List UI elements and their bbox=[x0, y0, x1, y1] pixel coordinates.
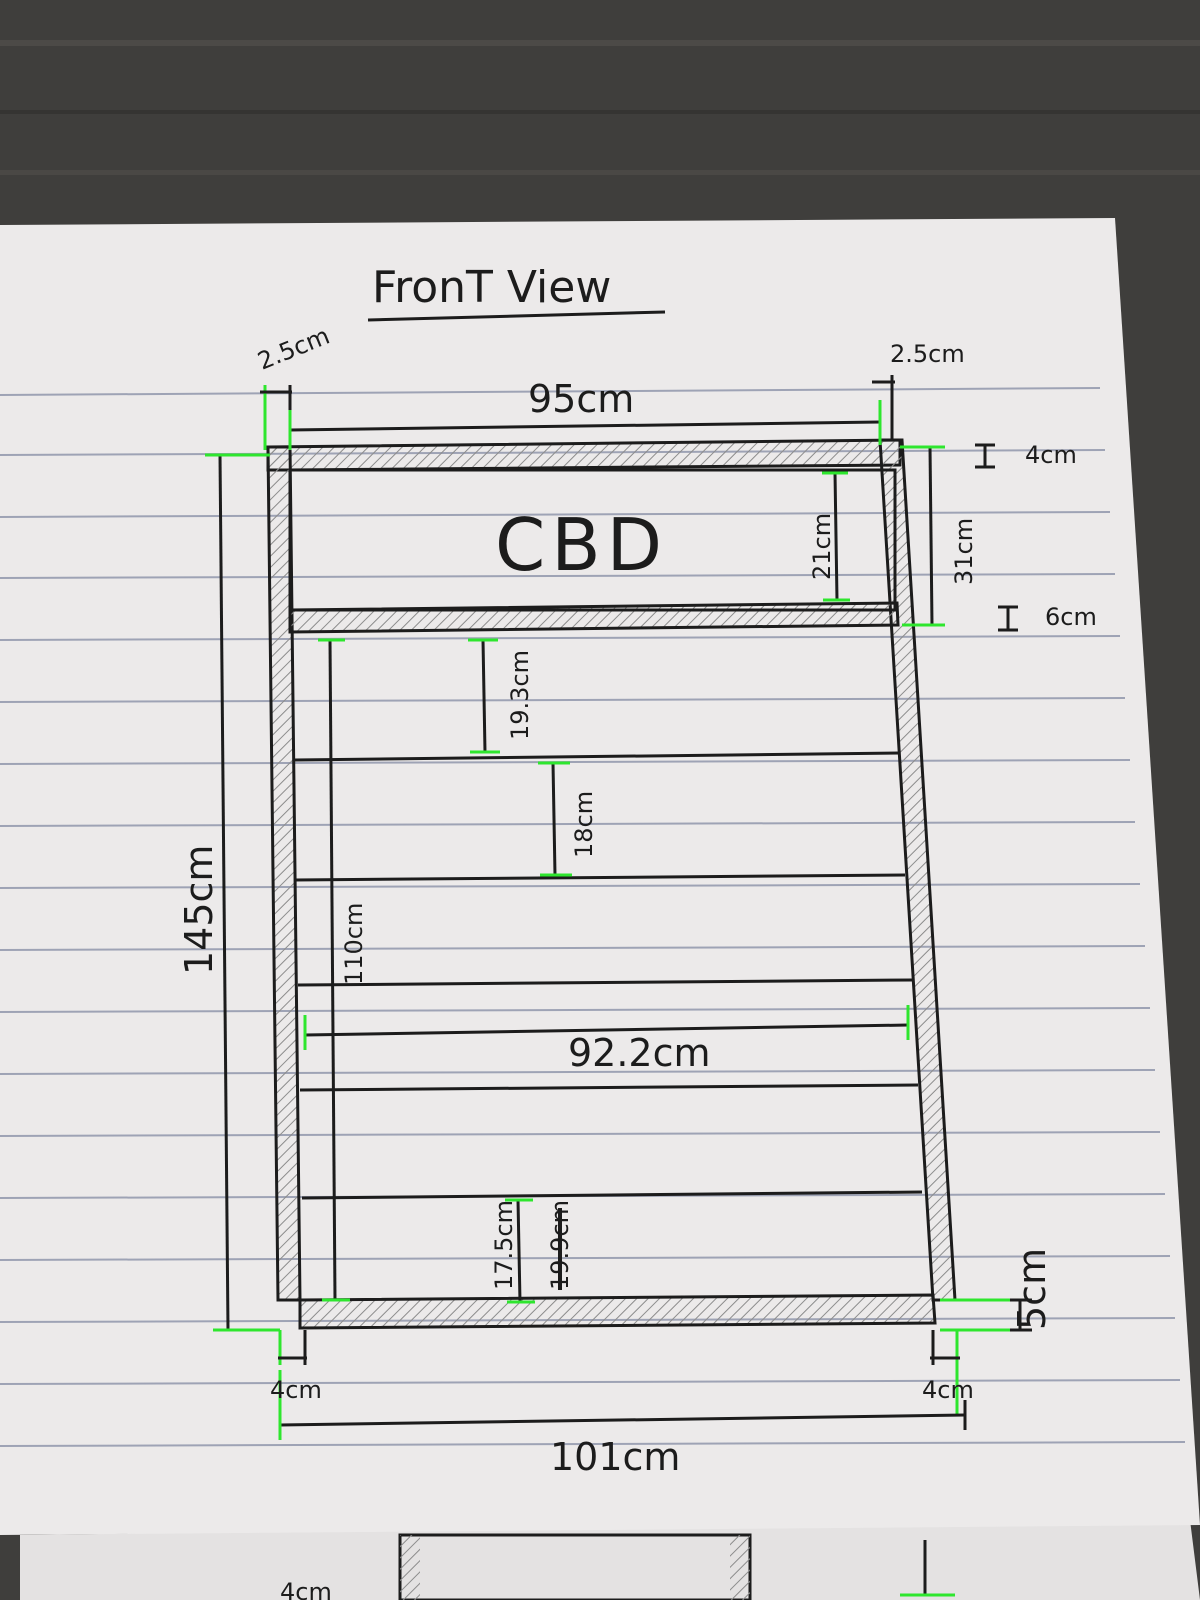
top-box-inner bbox=[288, 468, 897, 612]
shelf-line bbox=[301, 1190, 923, 1200]
dim-side-height: 110cm bbox=[340, 903, 368, 985]
dim-top-side-right: 2.5cm bbox=[890, 340, 965, 368]
dim-shelf-gap-2: 18cm bbox=[570, 791, 598, 858]
dim-top-board: 4cm bbox=[1025, 441, 1077, 469]
second-sheet: 4cm bbox=[20, 1520, 1200, 1600]
dim-mid-board: 6cm bbox=[1045, 603, 1097, 631]
dim-overall-height: 145cm bbox=[177, 845, 221, 975]
top-board bbox=[266, 438, 902, 472]
svg-text:4cm: 4cm bbox=[280, 1578, 332, 1600]
dim-shelf-gap-1: 19.3cm bbox=[506, 650, 534, 740]
struck-label: 19.9cm bbox=[546, 1200, 574, 1290]
dim-shelf-inner-width: 92.2cm bbox=[568, 1031, 711, 1075]
cabinet-label: CBD bbox=[495, 503, 668, 587]
shelf-line bbox=[294, 873, 906, 882]
dim-leg-left: 4cm bbox=[270, 1376, 322, 1404]
dim-top-box-inner: 21cm bbox=[808, 513, 836, 580]
shelf-line bbox=[297, 978, 913, 987]
dim-leg-right: 4cm bbox=[922, 1376, 974, 1404]
dim-top-box-height: 31cm bbox=[950, 518, 978, 585]
title-underline bbox=[367, 310, 666, 322]
shelf-line bbox=[299, 1083, 919, 1092]
cabinet-frame bbox=[266, 438, 957, 1330]
dim-overall-width: 101cm bbox=[550, 1435, 680, 1479]
bottom-board bbox=[298, 1293, 937, 1330]
dim-inner-width: 95cm bbox=[528, 377, 634, 421]
dim-shelf-gap-bottom: 17.5cm bbox=[490, 1200, 518, 1290]
drawing-title: FronT View bbox=[372, 262, 611, 313]
shelves bbox=[294, 751, 923, 1200]
shelf-line bbox=[294, 751, 901, 762]
dimension-lines bbox=[205, 375, 1032, 1440]
dim-bottom-board: 5cm bbox=[1010, 1248, 1054, 1330]
